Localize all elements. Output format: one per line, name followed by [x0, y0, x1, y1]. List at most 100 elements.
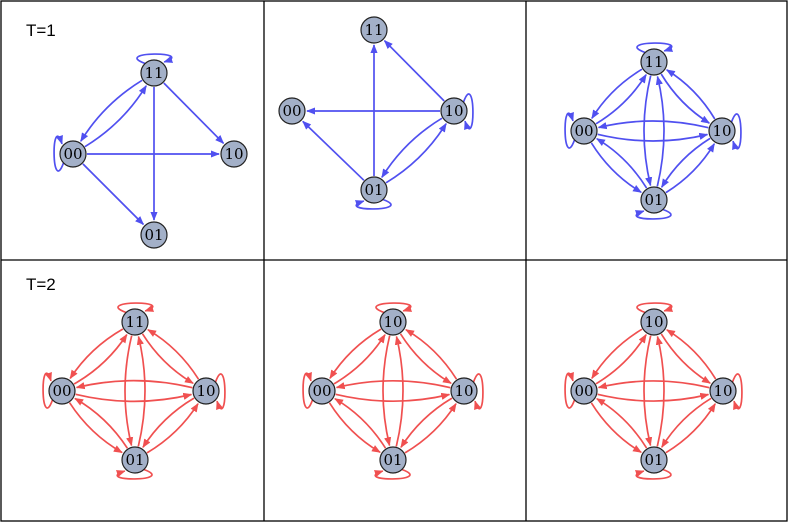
edge-11-to-10 — [163, 82, 225, 144]
node-00: 00 — [59, 140, 87, 168]
node-circle — [440, 97, 468, 125]
node-label: 11 — [144, 64, 163, 82]
edge-10-to-01 — [661, 397, 712, 448]
edge-10-to-11 — [666, 329, 717, 380]
edge-01-to-00 — [302, 120, 365, 181]
edge-10-to-11 — [383, 40, 445, 102]
node-circle — [640, 308, 668, 336]
edge-group — [53, 53, 225, 226]
node-circle — [640, 446, 668, 474]
edge-10-to-01 — [660, 137, 711, 188]
edge-11-to-01 — [124, 335, 134, 447]
node-circle — [379, 446, 407, 474]
edge-01-to-00 — [596, 397, 648, 449]
edge-group — [564, 42, 742, 220]
edge-10-to-10 — [472, 373, 484, 411]
node-circle — [140, 59, 168, 87]
edge-00-to-01 — [82, 163, 145, 226]
node-01: 01 — [640, 186, 668, 214]
edge-00-to-10 — [75, 392, 193, 403]
edge-10-to-11 — [147, 328, 200, 380]
node-circle — [640, 48, 668, 76]
edge-00-to-10 — [597, 132, 709, 142]
node-circle — [48, 377, 76, 405]
node-11: 10 — [379, 308, 407, 336]
edge-00-to-01 — [590, 142, 642, 194]
node-00: 00 — [570, 377, 598, 405]
edge-01-to-00 — [596, 137, 648, 189]
graph-panel-6: 10 00 10 01 — [564, 302, 743, 480]
node-10: 10 — [709, 377, 737, 405]
edge-10-to-10 — [214, 373, 226, 411]
node-label: 01 — [644, 191, 663, 209]
edge-00-to-01 — [328, 402, 381, 454]
edge-group — [302, 40, 474, 210]
node-circle — [709, 377, 737, 405]
node-circle — [640, 186, 668, 214]
edge-01-to-01 — [634, 208, 672, 220]
edge-11-to-00 — [69, 328, 124, 380]
edge-10-to-00 — [75, 379, 193, 390]
edge-11-to-11 — [117, 302, 155, 314]
edge-00-to-11 — [84, 85, 147, 148]
node-label: 10 — [454, 382, 473, 400]
node-circle — [570, 117, 598, 145]
node-circle — [450, 377, 478, 405]
node-01: 01 — [379, 446, 407, 474]
edge-10-to-10 — [731, 373, 743, 411]
edge-00-to-11 — [73, 333, 128, 385]
edge-00-to-10 — [335, 392, 451, 403]
edge-10-to-01 — [142, 397, 195, 449]
edge-00-to-10 — [597, 392, 710, 402]
panel-label: T=1 — [26, 21, 56, 40]
edge-01-to-01 — [115, 468, 153, 480]
node-11: 10 — [640, 308, 668, 336]
edge-01-to-01 — [354, 198, 392, 210]
node-11: 11 — [140, 59, 168, 87]
edge-10-to-01 — [381, 117, 443, 179]
edge-01-to-10 — [404, 402, 457, 454]
node-10: 10 — [450, 377, 478, 405]
node-circle — [140, 221, 168, 249]
node-10: 10 — [708, 117, 736, 145]
node-label: 00 — [63, 145, 82, 163]
edge-01-to-10 — [146, 402, 199, 454]
node-label: 01 — [125, 451, 144, 469]
edge-01-to-10 — [385, 122, 447, 184]
edge-11-to-00 — [591, 328, 643, 380]
node-10: 10 — [192, 377, 220, 405]
edge-01-to-11 — [655, 75, 665, 187]
edge-11-to-10 — [660, 73, 711, 124]
node-label: 10 — [713, 382, 732, 400]
edge-01-to-10 — [665, 403, 716, 454]
edge-01-to-11 — [655, 335, 665, 447]
edge-01-to-10 — [665, 143, 716, 194]
edge-10-to-10 — [730, 113, 742, 151]
node-circle — [570, 377, 598, 405]
edge-10-to-00 — [597, 380, 710, 390]
node-circle — [360, 16, 388, 44]
edge-group — [302, 302, 484, 480]
node-01: 01 — [121, 446, 149, 474]
node-01: 01 — [640, 446, 668, 474]
node-circle — [360, 176, 388, 204]
edge-11-to-00 — [80, 79, 143, 142]
node-label: 01 — [144, 226, 163, 244]
edge-00-to-00 — [53, 134, 65, 172]
node-circle — [192, 377, 220, 405]
node-label: 10 — [644, 313, 663, 331]
node-label: 00 — [52, 382, 71, 400]
edge-11-to-00 — [329, 328, 382, 380]
node-circle — [59, 140, 87, 168]
edge-10-to-11 — [665, 69, 716, 120]
edge-01-to-00 — [334, 397, 387, 449]
node-label: 00 — [282, 102, 301, 120]
edge-11-to-00 — [591, 68, 643, 120]
